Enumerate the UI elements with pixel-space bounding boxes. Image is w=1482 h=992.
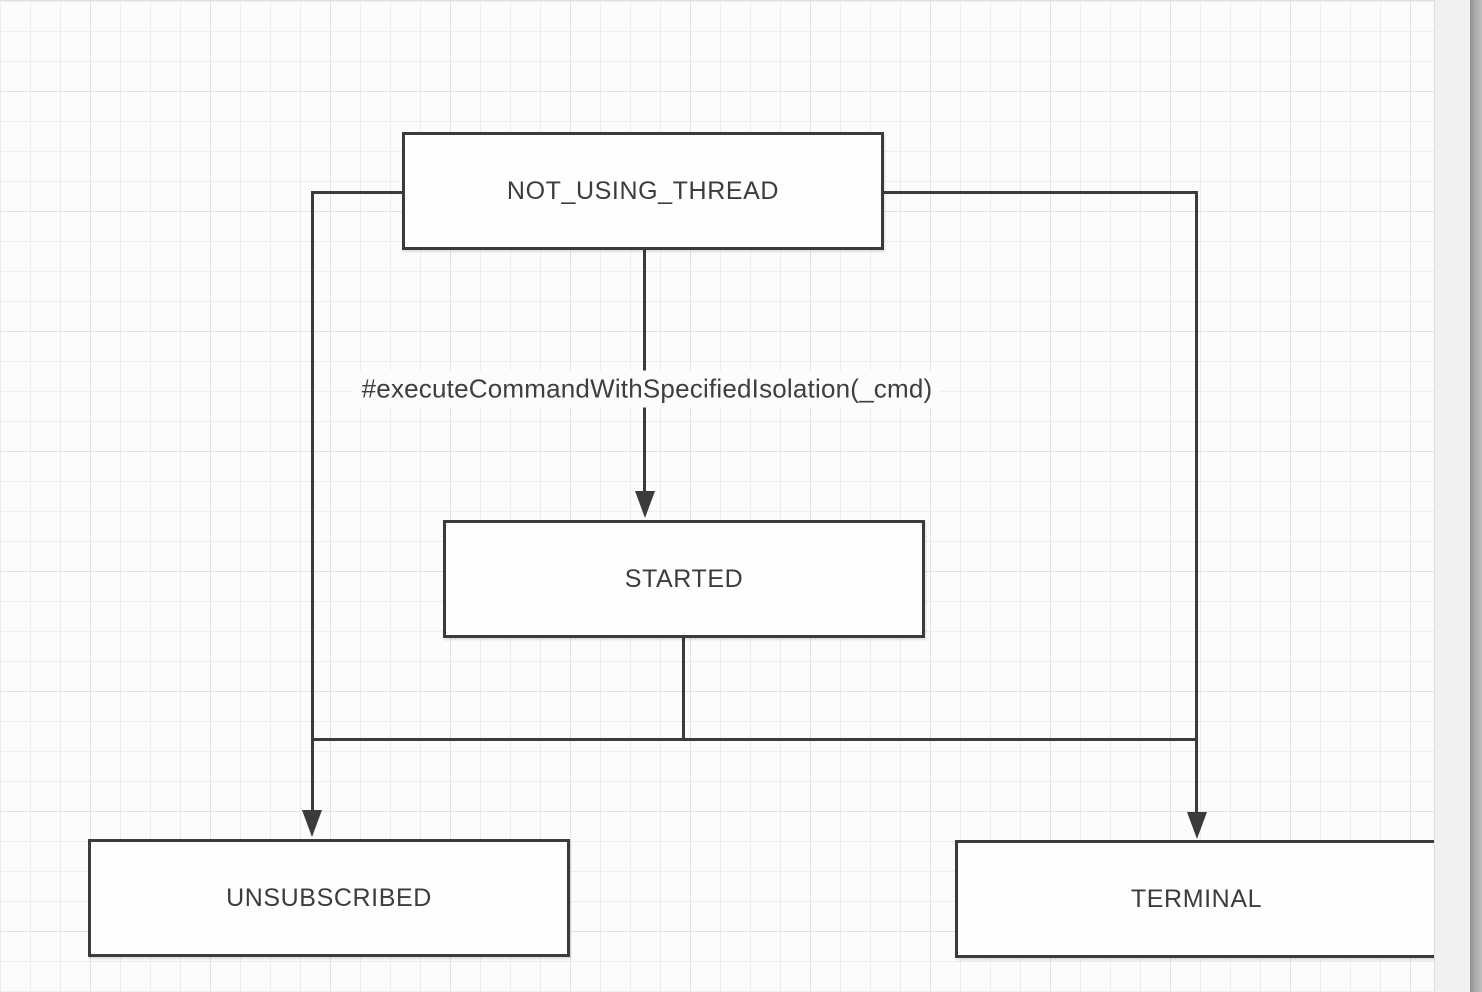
node-started-label: STARTED <box>624 564 744 593</box>
node-terminal-label: TERMINAL <box>1130 884 1263 913</box>
vertical-scrollbar[interactable] <box>1470 0 1482 992</box>
edge-branch-junction-line[interactable] <box>311 738 1198 741</box>
node-not-using-thread[interactable]: NOT_USING_THREAD <box>402 132 884 250</box>
edge-to-unsubscribed-vertical-line[interactable] <box>311 191 314 812</box>
node-unsubscribed[interactable]: UNSUBSCRIBED <box>88 839 570 957</box>
page-margin <box>1434 0 1470 992</box>
node-started[interactable]: STARTED <box>443 520 925 638</box>
node-not-using-thread-label: NOT_USING_THREAD <box>506 176 780 205</box>
node-terminal[interactable]: TERMINAL <box>955 840 1438 958</box>
edge-to-unsubscribed-horizontal-line[interactable] <box>313 191 402 194</box>
arrowhead-into-terminal-icon <box>1187 812 1207 839</box>
arrowhead-into-unsubscribed-icon <box>302 810 322 837</box>
arrowhead-into-started-icon <box>635 491 655 518</box>
edge-label-execute-command[interactable]: #executeCommandWithSpecifiedIsolation(_c… <box>353 370 941 408</box>
edge-to-terminal-vertical-line[interactable] <box>1195 191 1198 814</box>
node-unsubscribed-label: UNSUBSCRIBED <box>226 883 432 912</box>
edge-started-to-junction-line[interactable] <box>682 638 685 741</box>
edge-to-terminal-horizontal-line[interactable] <box>884 191 1196 194</box>
